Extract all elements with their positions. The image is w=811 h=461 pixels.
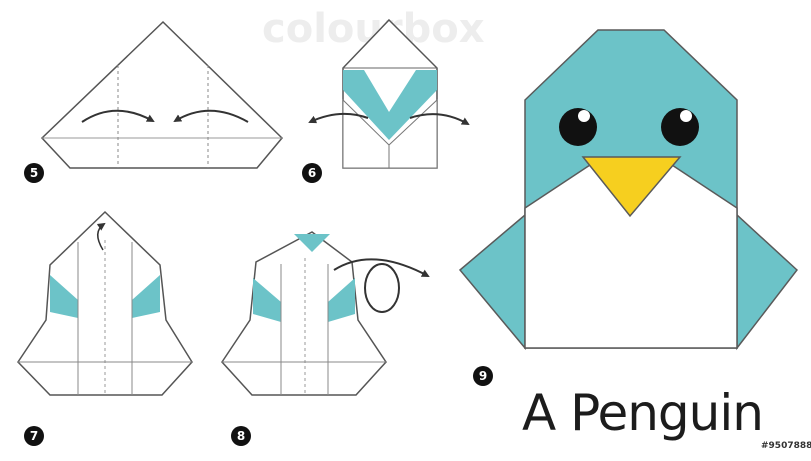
penguin-final bbox=[460, 30, 797, 348]
penguin-wing-right bbox=[737, 215, 797, 348]
penguin-eye-left bbox=[559, 108, 597, 146]
step-7-diagram bbox=[18, 212, 192, 395]
step-5-diagram bbox=[42, 22, 282, 168]
step-8-turn-loop bbox=[365, 264, 399, 312]
diagram-title: A Penguin bbox=[522, 384, 763, 442]
step-5-badge: 5 bbox=[24, 163, 44, 183]
step-8-diagram bbox=[222, 232, 428, 395]
step-9-badge: 9 bbox=[473, 366, 493, 386]
step-8-paper bbox=[222, 232, 386, 395]
step-5-paper bbox=[42, 22, 282, 168]
step-7-badge: 7 bbox=[24, 426, 44, 446]
penguin-wing-left bbox=[460, 215, 525, 348]
penguin-eye-right bbox=[661, 108, 699, 146]
step-8-badge: 8 bbox=[231, 426, 251, 446]
penguin-eye-right-shine bbox=[680, 110, 692, 122]
stock-image-id: #9507888 bbox=[761, 441, 811, 451]
step-6-badge: 6 bbox=[302, 163, 322, 183]
penguin-eye-left-shine bbox=[578, 110, 590, 122]
step-6-diagram bbox=[310, 20, 468, 168]
